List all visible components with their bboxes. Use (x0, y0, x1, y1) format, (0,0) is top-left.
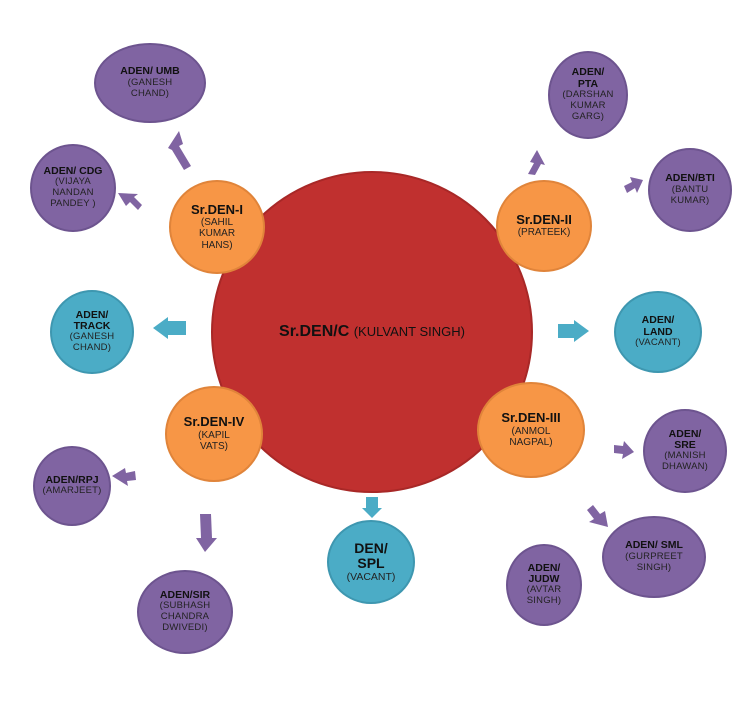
node-den-spl-title: DEN/ SPL (354, 539, 388, 571)
node-aden-land-name: (VACANT) (635, 336, 681, 348)
node-aden-pta-name: (DARSHAN KUMAR GARG) (562, 88, 614, 122)
node-sr-den-1-title: Sr.DEN-I (190, 201, 243, 217)
node-aden-track: ADEN/ TRACK (GANESH CHAND) (50, 290, 134, 374)
node-sr-den-c-label: Sr.DEN/C (KULVANT SINGH) (279, 323, 465, 341)
node-sr-den-3-name: (ANMOL NAGPAL) (509, 425, 553, 449)
node-aden-sir: ADEN/SIR (SUBHASH CHANDRA DWIVEDI) (137, 570, 233, 654)
node-aden-track-title: ADEN/ TRACK (73, 308, 111, 333)
node-aden-land-title: ADEN/ LAND (641, 314, 675, 338)
node-aden-rpj-title: ADEN/RPJ (45, 473, 99, 486)
arrow-to-aden-sre (614, 441, 634, 459)
arrow-to-aden-bti (624, 177, 643, 193)
arrow-to-aden-pta (528, 150, 545, 175)
node-aden-judw-title: ADEN/ JUDW (527, 561, 561, 586)
node-den-spl-name: (VACANT) (346, 571, 396, 584)
node-aden-track-name: (GANESH CHAND) (69, 331, 115, 354)
node-sr-den-2-name: (PRATEEK) (517, 227, 571, 239)
node-aden-umb-name: (GANESH CHAND) (127, 76, 173, 99)
node-sr-den-1: Sr.DEN-I (SAHIL KUMAR HANS) (169, 180, 265, 274)
node-aden-pta: ADEN/ PTA (DARSHAN KUMAR GARG) (548, 51, 628, 139)
node-sr-den-3-title: Sr.DEN-III (501, 410, 561, 426)
node-aden-rpj: ADEN/RPJ (AMARJEET) (33, 446, 111, 526)
node-aden-sir-name: (SUBHASH CHANDRA DWIVEDI) (159, 600, 211, 634)
node-sr-den-4-title: Sr.DEN-IV (183, 414, 245, 430)
arrow-to-aden-sir (196, 514, 217, 552)
arrow-to-aden-cdg (118, 193, 142, 210)
node-sr-den-4-name: (KAPIL VATS) (198, 429, 230, 453)
arrow-to-aden-sml (587, 505, 608, 527)
node-aden-sre-name: (MANISH DHAWAN) (661, 450, 709, 473)
arrow-to-den-spl (362, 497, 382, 518)
node-aden-judw-name: (AVTAR SINGH) (526, 584, 562, 607)
node-aden-sml: ADEN/ SML (GURPREET SINGH) (602, 516, 706, 598)
node-aden-pta-title: ADEN/ PTA (571, 66, 605, 90)
node-sr-den-3: Sr.DEN-III (ANMOL NAGPAL) (477, 382, 585, 478)
node-sr-den-2: Sr.DEN-II (PRATEEK) (496, 180, 592, 272)
node-aden-sre-title: ADEN/ SRE (668, 427, 702, 452)
arrow-to-aden-track (153, 317, 186, 339)
node-sr-den-1-name: (SAHIL KUMAR HANS) (198, 216, 236, 251)
arrow-to-aden-umb (168, 131, 191, 170)
node-aden-umb-title: ADEN/ UMB (120, 65, 180, 78)
node-aden-land: ADEN/ LAND (VACANT) (614, 291, 702, 373)
node-aden-bti-title: ADEN/BTI (665, 172, 715, 185)
node-aden-judw: ADEN/ JUDW (AVTAR SINGH) (506, 544, 582, 626)
node-aden-sml-title: ADEN/ SML (625, 539, 683, 552)
node-sr-den-c-title: Sr.DEN/C (279, 323, 350, 340)
node-aden-umb: ADEN/ UMB (GANESH CHAND) (94, 43, 206, 123)
node-den-spl: DEN/ SPL (VACANT) (327, 520, 415, 604)
node-aden-cdg-name: (VIJAYA NANDAN PANDEY ) (50, 176, 96, 210)
node-aden-sre: ADEN/ SRE (MANISH DHAWAN) (643, 409, 727, 493)
node-sr-den-2-title: Sr.DEN-II (516, 212, 572, 228)
node-aden-rpj-name: (AMARJEET) (42, 485, 102, 497)
node-aden-cdg: ADEN/ CDG (VIJAYA NANDAN PANDEY ) (30, 144, 116, 232)
arrow-to-aden-land (558, 320, 589, 342)
node-aden-sir-title: ADEN/SIR (159, 588, 211, 601)
node-aden-bti-name: (BANTU KUMAR) (670, 183, 710, 206)
arrow-to-aden-rpj (112, 468, 136, 486)
node-aden-cdg-title: ADEN/ CDG (43, 164, 103, 177)
node-sr-den-4: Sr.DEN-IV (KAPIL VATS) (165, 386, 263, 482)
node-sr-den-c-name: (KULVANT SINGH) (353, 324, 465, 339)
node-aden-sml-name: (GURPREET SINGH) (625, 550, 683, 573)
node-aden-bti: ADEN/BTI (BANTU KUMAR) (648, 148, 732, 232)
